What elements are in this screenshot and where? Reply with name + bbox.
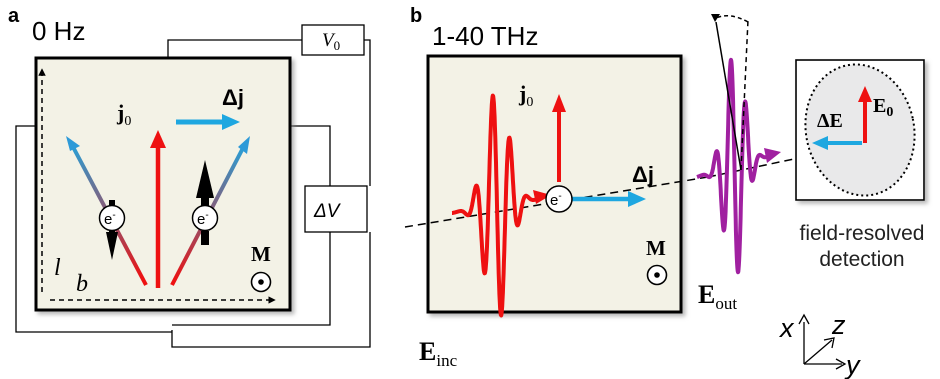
circuit-wires	[15, 39, 371, 348]
j0-label-a: j0	[116, 100, 131, 129]
dj-arrowhead-a	[222, 114, 240, 130]
dj-label-b: Δj	[632, 162, 654, 187]
spin-up-arrow	[196, 160, 214, 198]
electron-left-label: e-	[104, 210, 116, 228]
incident-pulse-arrowhead	[533, 190, 551, 204]
detection-label-line2: detection	[819, 248, 904, 271]
spin-up-tail	[201, 231, 209, 245]
axis-x-label: x	[778, 313, 795, 343]
panel-b: b 1-40 THz Einc j0 Δj e- M	[404, 5, 925, 379]
polarization-original	[715, 21, 742, 171]
e-out-label: Eout	[698, 280, 737, 313]
sample-b	[426, 54, 683, 314]
panel-b-frequency: 1-40 THz	[432, 21, 538, 51]
detector-ellipse	[804, 63, 916, 197]
outgoing-pulse-arrowhead	[764, 148, 781, 163]
rotation-arc	[715, 15, 749, 23]
j0-label-b: j0	[518, 81, 533, 110]
electron-b	[545, 185, 573, 213]
panel-a-frequency: 0 Hz	[32, 16, 85, 46]
incident-pulse	[450, 93, 544, 318]
panel-a-letter: a	[8, 5, 20, 27]
sample-a	[34, 56, 292, 312]
width-label: b	[76, 271, 88, 297]
magnetization-label-a: M	[251, 242, 271, 266]
polarization-rotated	[740, 19, 749, 171]
magnetization-label-b: M	[646, 236, 666, 260]
e0-label: E0	[873, 95, 893, 120]
j0-arrowhead-b	[552, 94, 566, 112]
dj-label-a: Δj	[222, 85, 244, 110]
electron-right-label: e-	[197, 210, 209, 228]
right-trajectory-arrowhead	[238, 136, 250, 154]
length-label: l	[54, 255, 61, 281]
v0-label: V0	[322, 30, 340, 53]
detection-label-line1: field-resolved	[800, 222, 925, 245]
v0-box	[301, 24, 365, 56]
left-trajectory-arrowhead	[66, 136, 80, 151]
outgoing-pulse	[695, 57, 774, 275]
j0-arrowhead	[150, 130, 166, 148]
panel-a: a 0 Hz V0 ΔV l b j0	[8, 5, 371, 348]
axis-y-label: y	[844, 350, 861, 379]
spin-down-arrow	[106, 232, 118, 260]
e0-arrowhead	[858, 86, 872, 102]
rotation-arc-arrowhead	[711, 14, 720, 22]
electron-b-label: e-	[550, 191, 562, 209]
spin-down-tail	[109, 200, 115, 205]
de-arrowhead	[812, 136, 828, 150]
axis-z-label: z	[831, 310, 846, 340]
delta-v-label: ΔV	[313, 201, 342, 222]
e-inc-label: Einc	[419, 337, 458, 370]
coordinate-axes: x z y	[778, 310, 861, 379]
panel-b-letter: b	[410, 5, 422, 27]
delta-v-box	[304, 185, 368, 233]
dj-arrowhead-b	[628, 191, 646, 207]
de-label: ΔE	[817, 110, 843, 132]
